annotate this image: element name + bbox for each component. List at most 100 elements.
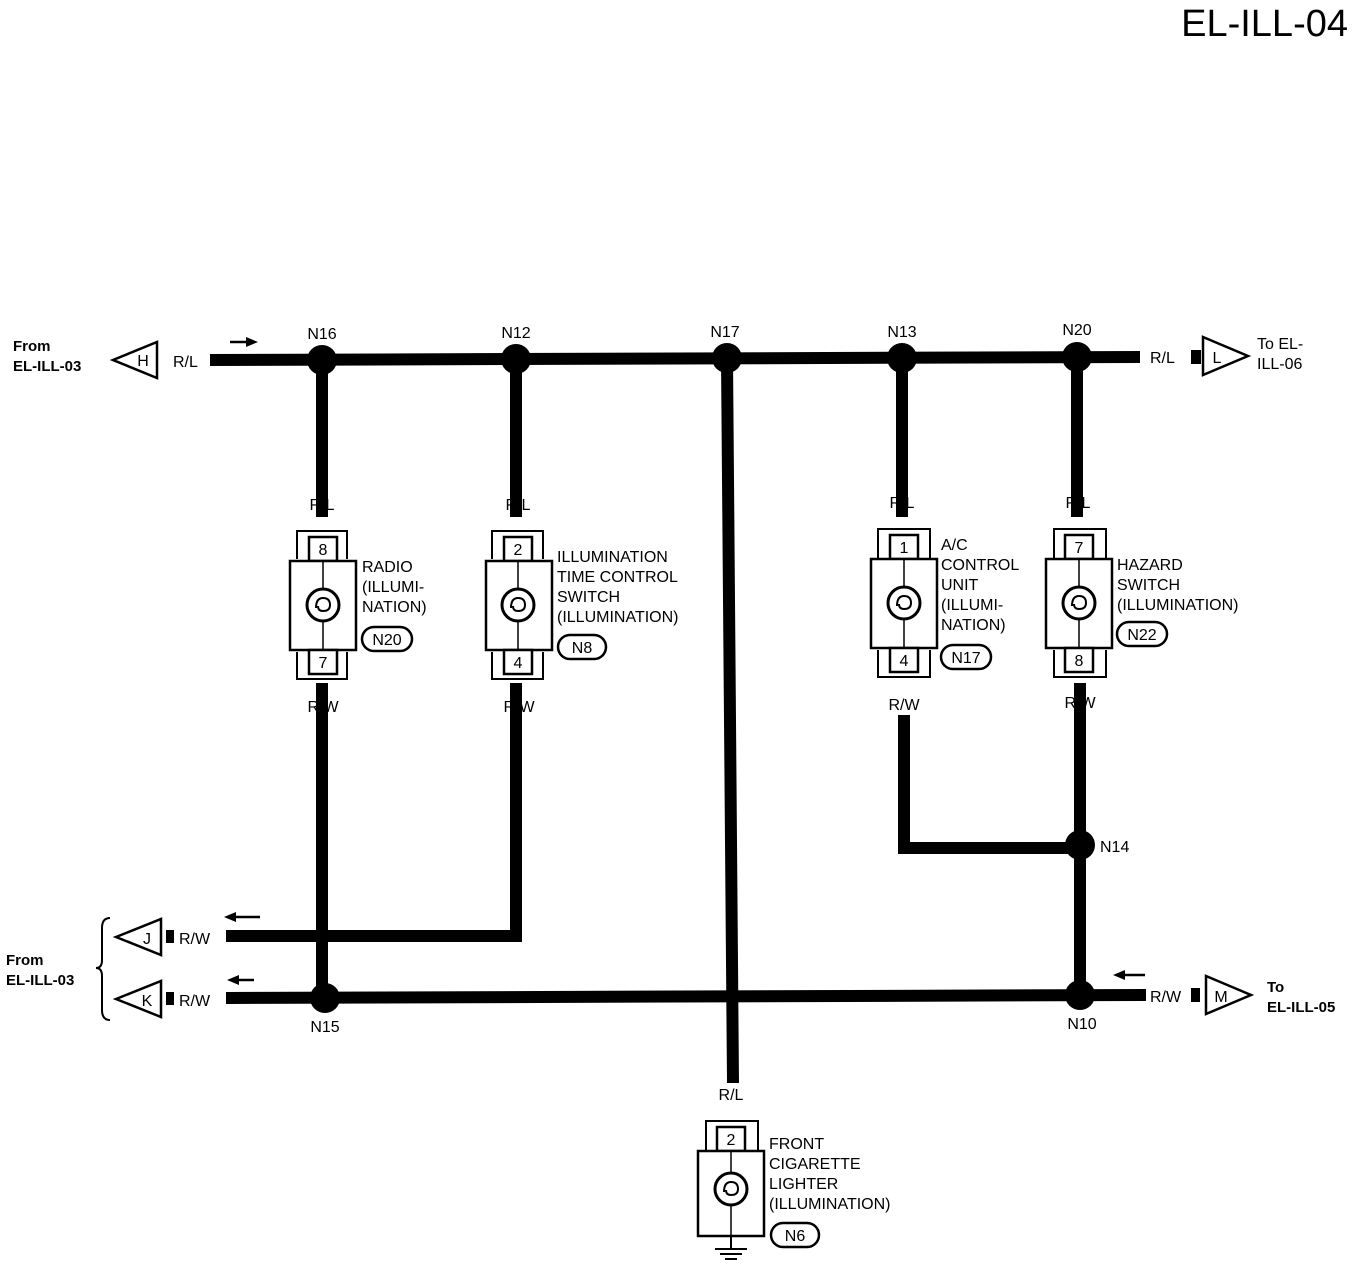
lighter-name-line3: LIGHTER bbox=[769, 1176, 838, 1193]
connector-m: R/W M To EL-ILL-05 bbox=[1113, 970, 1335, 1016]
splice-label-n16: N16 bbox=[307, 326, 336, 343]
connector-l-letter: L bbox=[1213, 350, 1222, 367]
connector-jk-group: From EL-ILL-03 bbox=[6, 917, 111, 1021]
connector-m-ref-line1: To bbox=[1267, 979, 1284, 996]
hazard-bottom-pin: 8 bbox=[1075, 653, 1084, 670]
wire-top-bus bbox=[209, 351, 1141, 366]
hazard-code-badge bbox=[1115, 620, 1169, 648]
radio-code: N20 bbox=[372, 632, 401, 649]
connector-m-stub bbox=[1191, 988, 1200, 1002]
radio-bottom-pin-box bbox=[307, 648, 339, 676]
connector-h: From EL-ILL-03 H R/L bbox=[13, 337, 258, 380]
page-title: EL-ILL-04 bbox=[1181, 3, 1348, 45]
wire-n17-lighter bbox=[721, 357, 739, 1084]
illum-top-pin: 2 bbox=[514, 542, 523, 559]
illum-code: N8 bbox=[572, 640, 593, 657]
connector-k-flag bbox=[112, 979, 163, 1019]
connector-k: K R/W bbox=[112, 975, 254, 1019]
illum-code-badge bbox=[556, 633, 608, 661]
connector-jk-ref-line1: From bbox=[6, 952, 44, 969]
ac-top-wire-label: R/L bbox=[890, 495, 915, 512]
radio-bottom-wire-label: R/W bbox=[307, 699, 339, 716]
lighter-top-pin: 2 bbox=[727, 1132, 736, 1149]
connector-j: J R/W bbox=[112, 912, 260, 957]
hazard-name-line3: (ILLUMINATION) bbox=[1117, 597, 1238, 614]
splice-label-n20: N20 bbox=[1062, 322, 1091, 339]
arrow-left-icon bbox=[1113, 970, 1145, 980]
splice-label-n10: N10 bbox=[1067, 1016, 1096, 1033]
connector-l-stub bbox=[1191, 350, 1201, 364]
hazard-top-pin: 7 bbox=[1075, 540, 1084, 557]
hazard-top-pin-box bbox=[1063, 533, 1095, 561]
splice-labels: N16 N12 N17 N13 N20 N14 N15 N10 bbox=[307, 322, 1129, 1036]
connector-h-ref-line1: From bbox=[13, 338, 51, 355]
connector-h-ref-line2: EL-ILL-03 bbox=[13, 358, 81, 375]
splice-n15 bbox=[310, 983, 340, 1013]
illum-name-line2: TIME CONTROL bbox=[557, 569, 678, 586]
lighter-top-wire-label: R/L bbox=[719, 1087, 744, 1104]
illum-name-line4: (ILLUMINATION) bbox=[557, 609, 678, 626]
connector-m-ref-line2: EL-ILL-05 bbox=[1267, 999, 1335, 1016]
splice-n13 bbox=[887, 343, 917, 373]
connector-k-letter: K bbox=[142, 993, 153, 1010]
connector-j-wire: R/W bbox=[179, 931, 211, 948]
component-hazard-switch: R/L 7 8 R/W HAZARD SWITCH (ILLUMINATION)… bbox=[1044, 495, 1238, 712]
lighter-name-line1: FRONT bbox=[769, 1136, 824, 1153]
lighter-code-badge bbox=[769, 1221, 821, 1249]
bulb-icon bbox=[1061, 585, 1097, 621]
connector-j-flag bbox=[112, 917, 163, 957]
lighter-code: N6 bbox=[785, 1228, 806, 1245]
radio-name-line1: RADIO bbox=[362, 559, 413, 576]
illum-top-wire-label: R/L bbox=[506, 497, 531, 514]
connector-l-wire: R/L bbox=[1150, 350, 1175, 367]
radio-name-line2: (ILLUMI- bbox=[362, 579, 424, 596]
arrow-left-icon bbox=[224, 912, 260, 922]
hazard-bottom-wire-label: R/W bbox=[1064, 695, 1096, 712]
ac-bottom-pin-box bbox=[888, 646, 920, 674]
connector-h-wire: R/L bbox=[173, 354, 198, 371]
connector-l-ref-line2: ILL-06 bbox=[1257, 356, 1302, 373]
hazard-name-line1: HAZARD bbox=[1117, 557, 1183, 574]
illum-bottom-pin-box bbox=[502, 648, 534, 676]
arrow-left-icon bbox=[227, 975, 254, 985]
illum-top-pin-box bbox=[502, 535, 534, 563]
bulb-icon bbox=[305, 587, 341, 623]
connector-k-wire: R/W bbox=[179, 993, 211, 1010]
connector-m-wire: R/W bbox=[1150, 989, 1182, 1006]
wire-ac-bottom bbox=[898, 715, 1080, 854]
connector-h-flag bbox=[109, 340, 159, 380]
illum-bottom-wire-label: R/W bbox=[503, 699, 535, 716]
radio-name-line3: NATION) bbox=[362, 599, 427, 616]
radio-bottom-pin: 7 bbox=[319, 655, 328, 672]
splice-label-n13: N13 bbox=[887, 324, 916, 341]
hazard-code: N22 bbox=[1127, 627, 1156, 644]
connector-l-flag bbox=[1201, 335, 1252, 377]
connector-l-ref-line1: To EL- bbox=[1257, 336, 1303, 353]
brace-icon bbox=[95, 917, 111, 1021]
connector-k-stub bbox=[166, 992, 174, 1005]
hazard-name-line2: SWITCH bbox=[1117, 577, 1180, 594]
splice-n12 bbox=[501, 344, 531, 374]
connector-j-letter: J bbox=[143, 931, 151, 948]
component-ac-control-unit: R/L 1 4 R/W A/C CONTROL UNIT (ILLUMI- NA… bbox=[869, 495, 1019, 714]
radio-top-pin-box bbox=[307, 535, 339, 563]
splice-n14 bbox=[1065, 830, 1095, 860]
lighter-name-line2: CIGARETTE bbox=[769, 1156, 861, 1173]
component-front-cigarette-lighter: R/L 2 FRONT CIGARETTE LIGHTER (ILLUMINAT… bbox=[696, 1087, 890, 1260]
splice-n20 bbox=[1062, 342, 1092, 372]
connector-jk-ref-line2: EL-ILL-03 bbox=[6, 972, 74, 989]
splice-nodes bbox=[307, 342, 1095, 1013]
ac-name-line3: UNIT bbox=[941, 577, 979, 594]
ac-name-line4: (ILLUMI- bbox=[941, 597, 1003, 614]
bulb-icon bbox=[886, 585, 922, 621]
ac-code: N17 bbox=[951, 650, 980, 667]
arrow-right-icon bbox=[230, 337, 258, 347]
bulb-icon bbox=[500, 587, 536, 623]
splice-n16 bbox=[307, 345, 337, 375]
connector-m-flag bbox=[1204, 974, 1255, 1016]
illum-name-line3: SWITCH bbox=[557, 589, 620, 606]
connector-l: R/L L To EL- ILL-06 bbox=[1150, 335, 1303, 377]
bulb-icon bbox=[713, 1171, 749, 1207]
ground-icon bbox=[715, 1236, 747, 1260]
